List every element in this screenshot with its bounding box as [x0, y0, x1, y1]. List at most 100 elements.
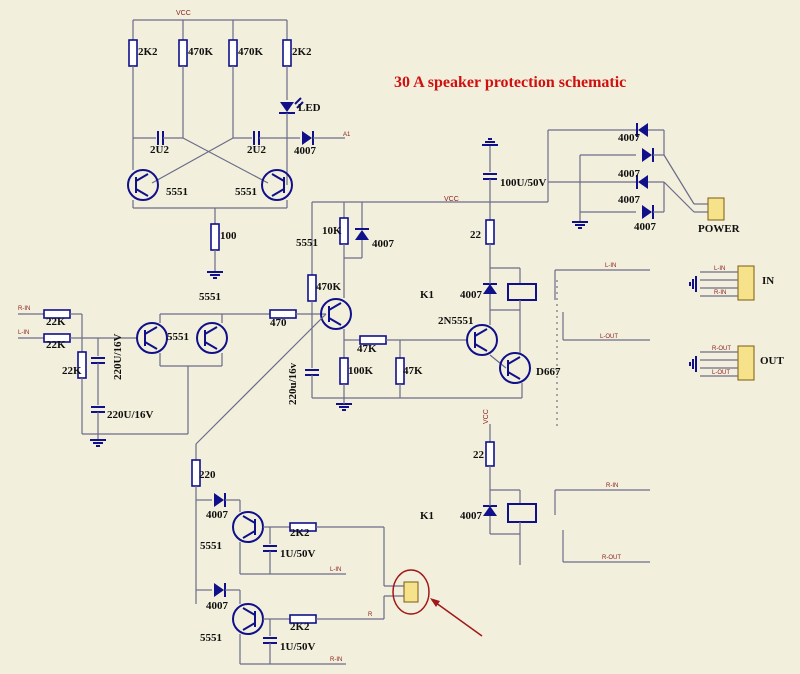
- bridge-diode-2-icon: [642, 148, 654, 162]
- label-22-a: 22: [470, 229, 482, 241]
- resistor-22-a: [485, 219, 495, 245]
- diode-4007-bl2-icon: [214, 583, 226, 597]
- resistor-100k: [339, 357, 349, 385]
- diode-4007-k1b-icon: [483, 505, 497, 516]
- label-bridge-d3: 4007: [618, 194, 641, 206]
- label-100k: 100K: [348, 365, 374, 377]
- net-label-l-out-relay: L-OUT: [600, 334, 618, 340]
- label-22k-a: 22K: [46, 316, 66, 328]
- label-5551-c: 5551: [199, 291, 221, 303]
- label-5551-e: 5551: [296, 237, 318, 249]
- label-5551-a: 5551: [166, 186, 188, 198]
- net-label-l-in-conn: L-IN: [714, 266, 725, 272]
- diode-4007-k1a-icon: [483, 283, 497, 294]
- net-label-r-in-sense: R-IN: [330, 657, 342, 663]
- label-220u-a: 220U/16V: [112, 334, 124, 381]
- label-d667: D667: [536, 366, 561, 378]
- label-5551-b: 5551: [235, 186, 257, 198]
- label-22-b: 22: [473, 449, 485, 461]
- label-2k2-a: 2K2: [138, 46, 158, 58]
- ground-icon-out: [689, 356, 697, 372]
- ground-icon-in: [689, 276, 697, 292]
- label-2u2-a: 2U2: [150, 144, 169, 156]
- label-470k-c: 470K: [316, 281, 342, 293]
- ground-icon-osc: [207, 271, 223, 279]
- bridge-diode-3-icon: [636, 175, 648, 189]
- transistor-5551-b-icon: [261, 169, 293, 201]
- resistor-22-b: [485, 441, 495, 467]
- resistor-2k2-b: [282, 39, 292, 67]
- ground-icon-mid: [336, 403, 352, 411]
- transistor-2n5551-icon: [466, 324, 498, 356]
- label-5551-f: 5551: [200, 540, 222, 552]
- net-label-a1: A1: [343, 132, 351, 138]
- highlight-circle: [392, 569, 430, 615]
- bridge-diode-4-icon: [642, 205, 654, 219]
- label-out: OUT: [760, 355, 785, 367]
- input-detector-section: R-IN L-IN 22K 22K 22K 220U/16V 220U/16V: [18, 291, 326, 447]
- net-label-r-sense: R: [368, 612, 373, 618]
- label-470k-a: 470K: [188, 46, 214, 58]
- vcc-label-mid: VCC: [444, 196, 459, 203]
- label-470k-b: 470K: [238, 46, 264, 58]
- net-label-r-in-left: R-IN: [18, 306, 30, 312]
- label-2n5551: 2N5551: [438, 315, 473, 327]
- label-in: IN: [762, 275, 774, 287]
- resistor-470k-c: [307, 274, 317, 302]
- label-1u-b: 1U/50V: [280, 641, 316, 653]
- transistor-5551-a-icon: [127, 169, 159, 201]
- net-label-r-out-conn: R-OUT: [712, 346, 731, 352]
- net-label-r-out-relay: R-OUT: [602, 555, 621, 561]
- transistor-5551-d-right-icon: [196, 322, 228, 354]
- sense-channels-section: 220 4007 5551 2K2 1U/50V L-IN: [191, 444, 483, 665]
- label-1u-a: 1U/50V: [280, 548, 316, 560]
- resistor-100: [210, 223, 220, 251]
- connector-in-section: IN L-IN R-IN: [689, 265, 774, 301]
- vcc-label-bottom: VCC: [483, 409, 490, 424]
- diode-4007-top-icon: [302, 131, 314, 145]
- power-connector: [707, 197, 725, 221]
- bridge-diode-1-icon: [636, 123, 648, 137]
- label-power: POWER: [698, 223, 741, 235]
- label-22k-b: 22K: [46, 339, 66, 351]
- label-bridge-d1: 4007: [618, 132, 641, 144]
- diode-4007-bl1-icon: [214, 493, 226, 507]
- label-2u2-b: 2U2: [247, 144, 266, 156]
- relay-k1-bottom-coil: [507, 503, 537, 523]
- relay-driver-section: 2N5551 D667: [438, 310, 561, 398]
- label-100u: 100U/50V: [500, 177, 547, 189]
- resistor-470k-a: [178, 39, 188, 67]
- label-100: 100: [220, 230, 237, 242]
- connector-out-section: OUT R-OUT L-OUT: [689, 345, 785, 381]
- highlight-arrow-icon: [431, 599, 483, 637]
- relay-k1-top-section: 22 4007 K1 L-IN L-OUT: [420, 219, 650, 430]
- label-k1-bottom: K1: [420, 510, 434, 522]
- transistor-5551-e-icon: [320, 298, 352, 330]
- ground-icon-ps-top: [482, 138, 498, 146]
- label-led: LED: [298, 102, 321, 114]
- net-label-r-in-relay: R-IN: [606, 483, 618, 489]
- label-470: 470: [270, 317, 287, 329]
- in-connector: [737, 265, 755, 301]
- label-47k-b: 47K: [403, 365, 423, 377]
- label-5551-d: 5551: [167, 331, 189, 343]
- label-220: 220: [199, 469, 216, 481]
- label-4007-mid: 4007: [372, 238, 395, 250]
- driver-section: VCC 10K 4007 5551 470K 47K 100K: [195, 196, 548, 445]
- net-label-l-in-sense: L-IN: [330, 567, 341, 573]
- ground-icon-left: [90, 439, 106, 447]
- label-10k: 10K: [322, 225, 342, 237]
- label-22k-c: 22K: [62, 365, 82, 377]
- vcc-label-top: VCC: [176, 10, 191, 17]
- transistor-d667-icon: [499, 352, 531, 384]
- net-label-r-in-conn: R-IN: [714, 290, 726, 296]
- transistor-5551-d-left-icon: [136, 322, 168, 354]
- ground-icon-ps: [572, 221, 588, 229]
- transistor-5551-g-icon: [232, 603, 264, 635]
- label-5551-g: 5551: [200, 632, 222, 644]
- label-2k2-b: 2K2: [292, 46, 312, 58]
- label-2k2-d: 2K2: [290, 621, 310, 633]
- label-2k2-c: 2K2: [290, 527, 310, 539]
